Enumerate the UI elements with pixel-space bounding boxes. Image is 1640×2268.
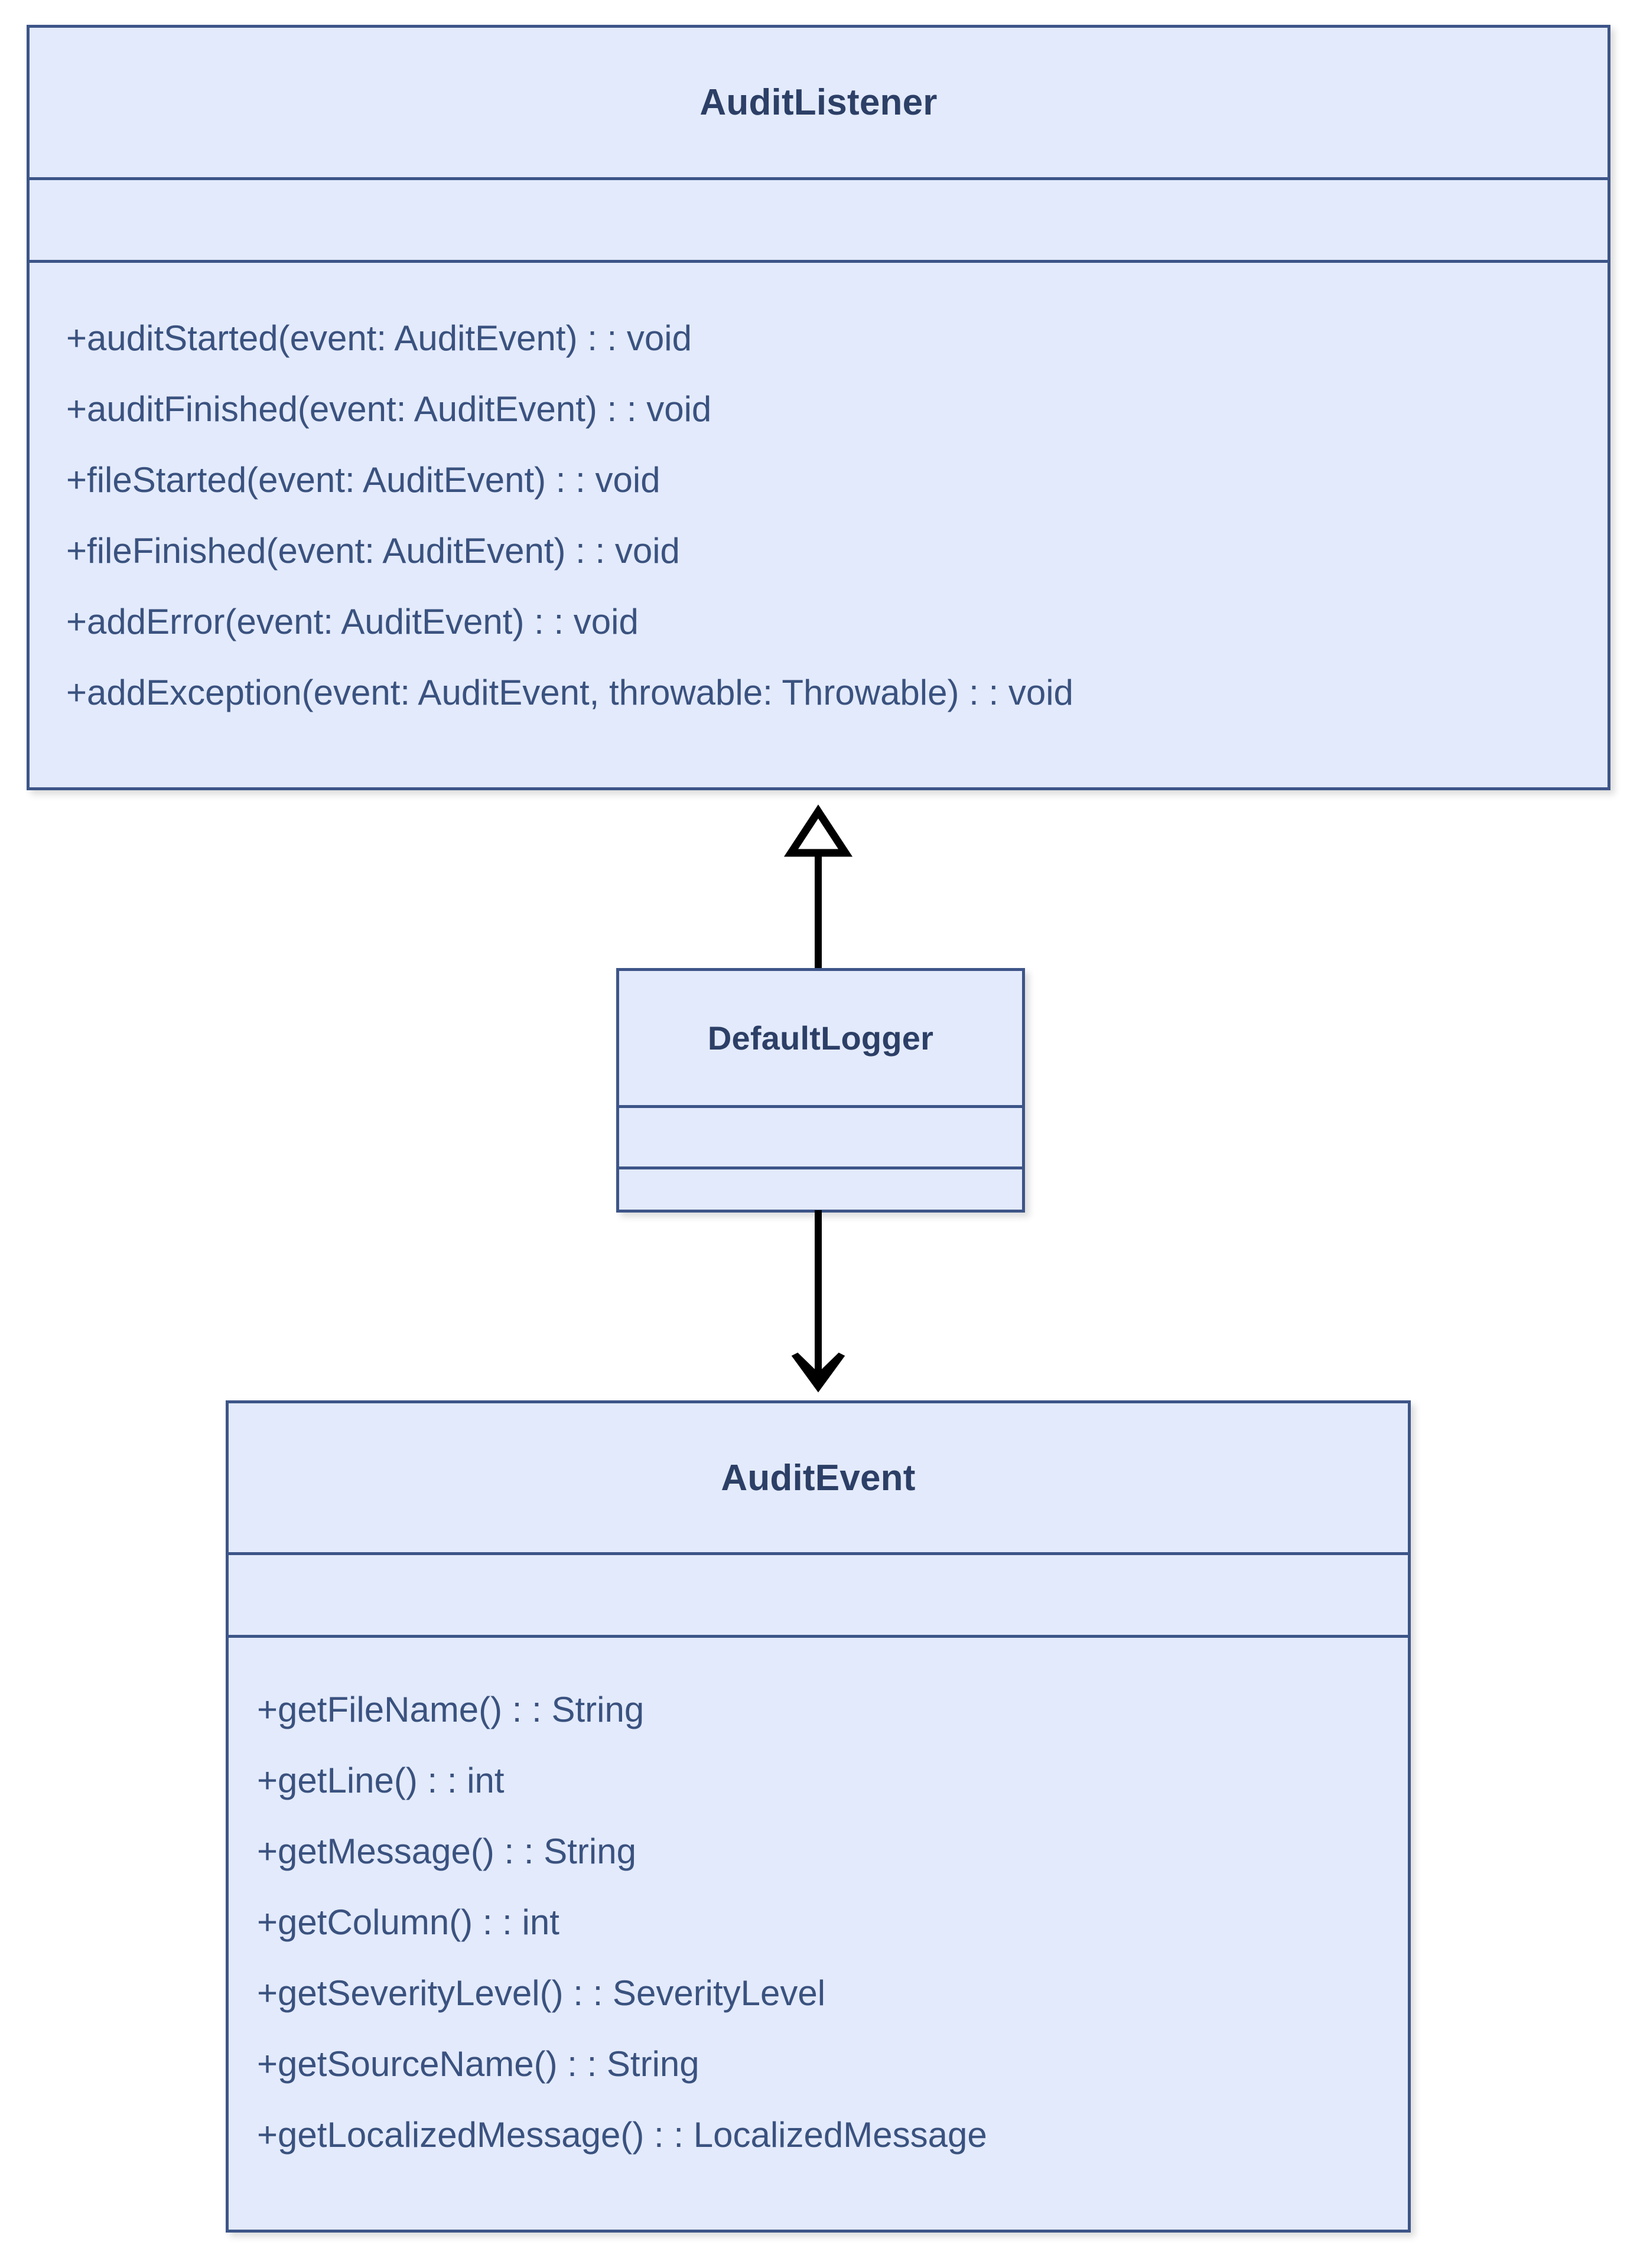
operation-row: +addException(event: AuditEvent, throwab… bbox=[66, 673, 1073, 712]
solid-arrowhead-icon bbox=[791, 1353, 845, 1393]
operation-row: +fileFinished(event: AuditEvent) : : voi… bbox=[66, 531, 680, 571]
compartment-divider bbox=[229, 1552, 1408, 1555]
operation-row: +addError(event: AuditEvent) : : void bbox=[66, 602, 639, 641]
compartment-divider bbox=[30, 177, 1608, 180]
class-title-audit-event: AuditEvent bbox=[229, 1403, 1408, 1552]
compartment-divider bbox=[619, 1166, 1022, 1169]
operation-row: +fileStarted(event: AuditEvent) : : void bbox=[66, 460, 660, 500]
hollow-triangle-arrowhead-icon bbox=[783, 804, 853, 857]
compartment-divider bbox=[229, 1635, 1408, 1638]
operation-row: +auditStarted(event: AuditEvent) : : voi… bbox=[66, 318, 692, 358]
compartment-divider bbox=[30, 260, 1608, 263]
operation-row: +getSeverityLevel() : : SeverityLevel bbox=[257, 1973, 826, 2013]
class-title-audit-listener: AuditListener bbox=[30, 28, 1608, 177]
association-connector-default-logger-to-audit-event bbox=[791, 1210, 845, 1393]
operations-compartment-audit-listener: +auditStarted(event: AuditEvent) : : voi… bbox=[30, 263, 1608, 787]
uml-class-audit-event[interactable]: AuditEvent +getFileName() : : String +ge… bbox=[226, 1400, 1411, 2233]
operation-row: +getFileName() : : String bbox=[257, 1690, 645, 1729]
operation-row: +getColumn() : : int bbox=[257, 1902, 559, 1942]
operation-row: +getLine() : : int bbox=[257, 1761, 505, 1800]
operation-row: +getMessage() : : String bbox=[257, 1832, 636, 1871]
uml-class-default-logger[interactable]: DefaultLogger bbox=[616, 968, 1025, 1213]
operation-row: +auditFinished(event: AuditEvent) : : vo… bbox=[66, 389, 712, 429]
class-title-default-logger: DefaultLogger bbox=[619, 971, 1022, 1105]
compartment-divider bbox=[619, 1105, 1022, 1108]
operations-compartment-default-logger bbox=[619, 1169, 1022, 1210]
operation-row: +getLocalizedMessage() : : LocalizedMess… bbox=[257, 2115, 987, 2155]
attributes-compartment-audit-listener bbox=[30, 180, 1608, 260]
attributes-compartment-audit-event bbox=[229, 1555, 1408, 1635]
generalization-connector-default-logger-to-audit-listener bbox=[783, 804, 853, 975]
operations-compartment-audit-event: +getFileName() : : String +getLine() : :… bbox=[229, 1638, 1408, 2230]
operation-row: +getSourceName() : : String bbox=[257, 2044, 699, 2084]
uml-class-audit-listener[interactable]: AuditListener +auditStarted(event: Audit… bbox=[27, 25, 1610, 790]
attributes-compartment-default-logger bbox=[619, 1108, 1022, 1166]
